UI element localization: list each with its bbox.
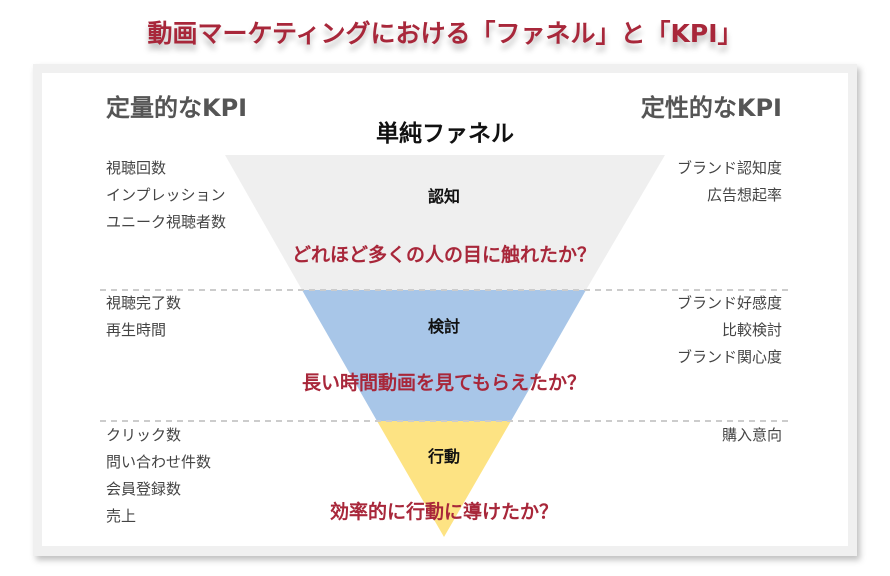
- stage-question: 長い時間動画を見てもらえたか？: [301, 372, 587, 394]
- qualitative-kpi-heading: 定性的なKPI: [640, 94, 782, 122]
- kpi-item: 会員登録数: [106, 480, 182, 498]
- stage-label: 認知: [427, 187, 460, 206]
- left-kpi-list: 視聴完了数 再生時間: [106, 290, 181, 344]
- funnel-stage-awareness: [225, 155, 665, 290]
- stage-label: 検討: [427, 317, 460, 336]
- kpi-item: インプレッション: [106, 186, 226, 204]
- kpi-item: クリック数: [106, 426, 182, 444]
- kpi-item: ユニーク視聴者数: [106, 213, 227, 231]
- stage-question: 効率的に行動に導けたか？: [329, 501, 558, 523]
- kpi-item: ブランド好感度: [676, 294, 782, 312]
- kpi-item: 視聴完了数: [106, 294, 182, 312]
- right-kpi-list: ブランド認知度 広告想起率: [677, 155, 782, 209]
- kpi-item: ブランド関心度: [676, 348, 782, 366]
- kpi-item: ブランド認知度: [676, 159, 782, 177]
- funnel-title: 単純ファネル: [376, 121, 514, 147]
- left-kpi-list: クリック数 問い合わせ件数 会員登録数 売上: [106, 422, 211, 530]
- right-kpi-list: ブランド好感度 比較検討 ブランド関心度: [677, 290, 782, 371]
- kpi-item: 視聴回数: [106, 159, 167, 177]
- right-kpi-list: 購入意向: [722, 422, 782, 449]
- quantitative-kpi-heading: 定量的なKPI: [106, 94, 248, 122]
- page-title: 動画マーケティングにおける「ファネル」と「KPI」: [147, 19, 743, 48]
- stage-label: 行動: [427, 447, 460, 466]
- funnel-stage-consideration: [302, 290, 586, 421]
- kpi-item: 売上: [106, 507, 137, 525]
- funnel-stage-action: [377, 421, 511, 537]
- left-kpi-list: 視聴回数 インプレッション ユニーク視聴者数: [106, 155, 226, 236]
- kpi-item: 比較検討: [721, 321, 782, 339]
- kpi-item: 購入意向: [721, 426, 782, 444]
- kpi-item: 再生時間: [106, 321, 167, 339]
- kpi-item: 広告想起率: [706, 186, 782, 204]
- stage-question: どれほど多くの人の目に触れたか？: [291, 244, 596, 266]
- kpi-item: 問い合わせ件数: [106, 453, 212, 471]
